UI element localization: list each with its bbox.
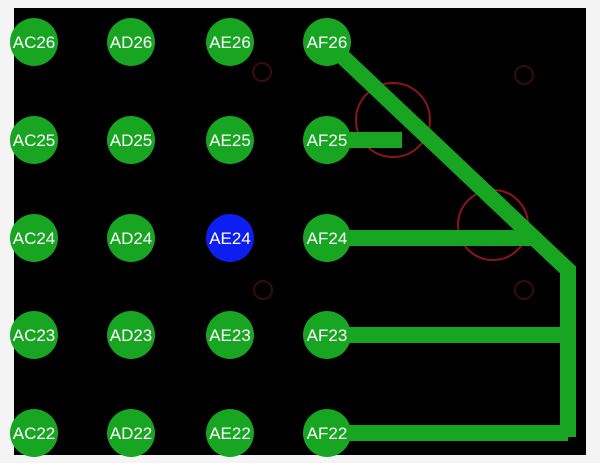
pad-label: AD25 bbox=[110, 131, 153, 150]
pad-label: AE24 bbox=[209, 229, 251, 248]
pad-label: AE26 bbox=[209, 33, 251, 52]
via-markers bbox=[252, 62, 534, 300]
trace-af26[interactable] bbox=[321, 36, 576, 437]
pad-label: AC22 bbox=[13, 424, 56, 443]
pad-label: AE25 bbox=[209, 131, 251, 150]
pad-label: AF24 bbox=[307, 229, 348, 248]
pad-label: AF26 bbox=[307, 33, 348, 52]
pad-ad23[interactable]: AD23 bbox=[107, 311, 155, 359]
via-marker bbox=[514, 65, 534, 85]
pad-af26[interactable]: AF26 bbox=[303, 18, 351, 66]
pad-label: AE22 bbox=[209, 424, 251, 443]
pad-circle[interactable] bbox=[206, 214, 254, 262]
pad-ae25[interactable]: AE25 bbox=[206, 116, 254, 164]
pad-circle[interactable] bbox=[303, 409, 351, 457]
pad-af24[interactable]: AF24 bbox=[303, 214, 351, 262]
pad-label: AD22 bbox=[110, 424, 153, 443]
pad-circle[interactable] bbox=[10, 311, 58, 359]
pad-circle[interactable] bbox=[10, 116, 58, 164]
pad-ae24[interactable]: AE24 bbox=[206, 214, 254, 262]
pad-circle[interactable] bbox=[303, 311, 351, 359]
via-marker bbox=[355, 82, 431, 158]
via-marker bbox=[252, 62, 272, 82]
pad-label: AD23 bbox=[110, 326, 153, 345]
pad-label: AC23 bbox=[13, 326, 56, 345]
pad-ae26[interactable]: AE26 bbox=[206, 18, 254, 66]
pad-circle[interactable] bbox=[107, 214, 155, 262]
pad-circle[interactable] bbox=[107, 409, 155, 457]
pad-label: AD24 bbox=[110, 229, 153, 248]
pad-circle[interactable] bbox=[107, 116, 155, 164]
pad-ad26[interactable]: AD26 bbox=[107, 18, 155, 66]
pad-circle[interactable] bbox=[10, 18, 58, 66]
pad-ac26[interactable]: AC26 bbox=[10, 18, 58, 66]
pad-ad24[interactable]: AD24 bbox=[107, 214, 155, 262]
pad-ac24[interactable]: AC24 bbox=[10, 214, 58, 262]
pad-label: AC26 bbox=[13, 33, 56, 52]
pad-af22[interactable]: AF22 bbox=[303, 409, 351, 457]
pad-ac23[interactable]: AC23 bbox=[10, 311, 58, 359]
pad-label: AC25 bbox=[13, 131, 56, 150]
pad-circle[interactable] bbox=[107, 18, 155, 66]
pad-circle[interactable] bbox=[206, 311, 254, 359]
pad-circle[interactable] bbox=[10, 214, 58, 262]
pad-circle[interactable] bbox=[206, 116, 254, 164]
via-marker bbox=[514, 280, 534, 300]
pad-ac22[interactable]: AC22 bbox=[10, 409, 58, 457]
pad-circle[interactable] bbox=[303, 116, 351, 164]
pad-label: AE23 bbox=[209, 326, 251, 345]
pad-circle[interactable] bbox=[107, 311, 155, 359]
pad-circle[interactable] bbox=[206, 18, 254, 66]
pad-ae23[interactable]: AE23 bbox=[206, 311, 254, 359]
pad-circle[interactable] bbox=[303, 18, 351, 66]
pad-label: AF23 bbox=[307, 326, 348, 345]
pad-label: AC24 bbox=[13, 229, 56, 248]
pad-circle[interactable] bbox=[206, 409, 254, 457]
pad-ad25[interactable]: AD25 bbox=[107, 116, 155, 164]
pad-af25[interactable]: AF25 bbox=[303, 116, 351, 164]
pad-label: AF25 bbox=[307, 131, 348, 150]
pad-label: AF22 bbox=[307, 424, 348, 443]
pad-ac25[interactable]: AC25 bbox=[10, 116, 58, 164]
traces-layer bbox=[321, 36, 576, 441]
pad-ae22[interactable]: AE22 bbox=[206, 409, 254, 457]
pad-af23[interactable]: AF23 bbox=[303, 311, 351, 359]
pad-circle[interactable] bbox=[303, 214, 351, 262]
via-marker bbox=[253, 280, 273, 300]
pad-ad22[interactable]: AD22 bbox=[107, 409, 155, 457]
pad-label: AD26 bbox=[110, 33, 153, 52]
pad-circle[interactable] bbox=[10, 409, 58, 457]
